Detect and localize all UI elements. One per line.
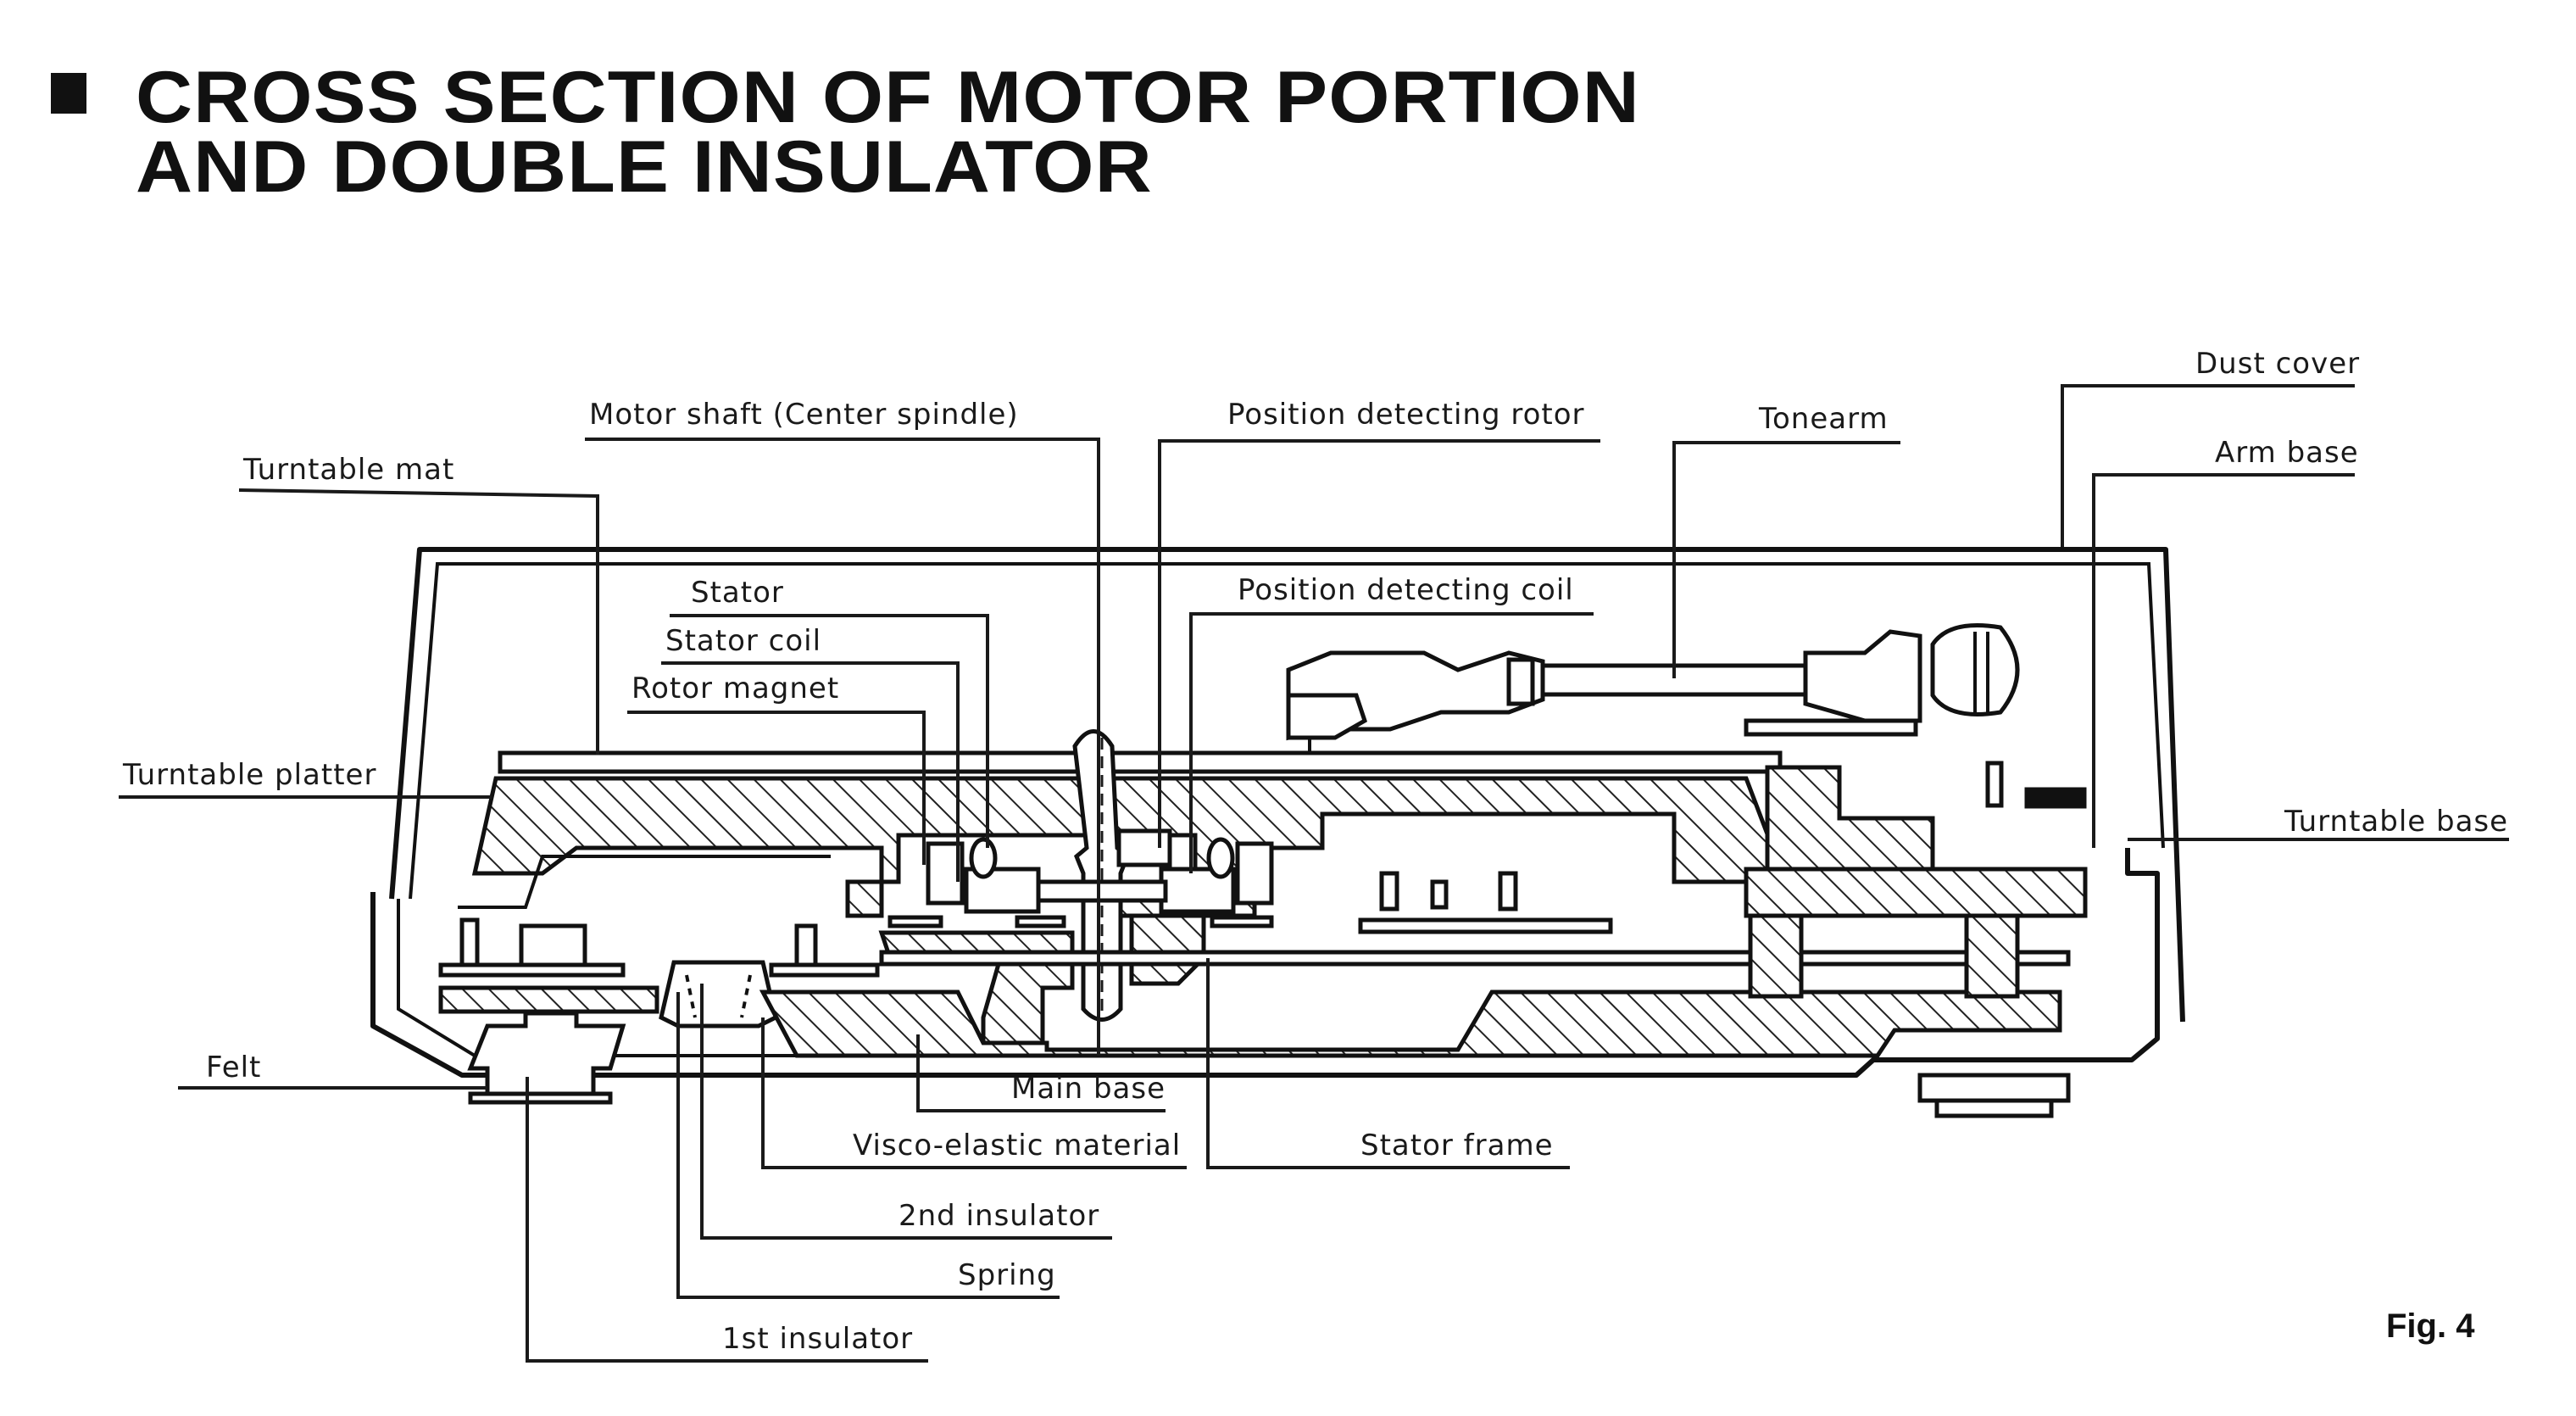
turntable-drawing bbox=[370, 547, 2185, 1118]
stator-shape-right bbox=[1235, 841, 1274, 906]
arm-base-shape bbox=[1744, 867, 2088, 918]
rotor-magnet-right bbox=[1206, 837, 1235, 879]
label-second-insulator: 2nd insulator bbox=[899, 1199, 1099, 1233]
foot-pad bbox=[1934, 1098, 2054, 1118]
component bbox=[519, 923, 587, 967]
leader-stator-coil bbox=[661, 661, 960, 882]
leader-rotor-magnet bbox=[627, 711, 926, 865]
chassis-crossbar bbox=[879, 950, 2071, 967]
spacer-bar bbox=[887, 915, 943, 928]
turntable-mat-shape bbox=[498, 750, 1783, 774]
pcb-segment bbox=[769, 962, 880, 978]
label-arm-base: Arm base bbox=[2215, 436, 2359, 470]
label-tonearm: Tonearm bbox=[1758, 402, 1889, 436]
counterweight-ribs bbox=[1973, 632, 1989, 712]
title-line-1: CROSS SECTION OF MOTOR PORTION bbox=[136, 57, 1640, 138]
leader-second-insulator bbox=[700, 984, 1112, 1240]
label-turntable-mat: Turntable mat bbox=[242, 453, 454, 487]
cartridge-shape bbox=[1286, 693, 1368, 740]
figure-label: Fig. 4 bbox=[2386, 1307, 2475, 1345]
spacer-bar bbox=[1210, 915, 1274, 928]
component bbox=[794, 923, 818, 967]
arm-lift-post bbox=[1985, 761, 2004, 808]
leader-motor-shaft bbox=[585, 438, 1100, 1056]
label-stator: Stator bbox=[691, 576, 784, 610]
label-motor-shaft: Motor shaft (Center spindle) bbox=[589, 398, 1019, 432]
turntable-base-shell bbox=[370, 848, 2160, 1078]
right-pcb bbox=[1358, 917, 1613, 934]
leader-tonearm bbox=[1672, 441, 1900, 678]
label-main-base: Main base bbox=[1011, 1072, 1166, 1106]
component bbox=[1498, 871, 1518, 911]
title-bullet-square bbox=[51, 73, 86, 114]
stator-coil-right bbox=[1159, 867, 1236, 914]
arm-base-pillar bbox=[1748, 913, 1804, 999]
leader-arm-base bbox=[2092, 473, 2355, 848]
arm-base-upper-shape bbox=[1765, 765, 1935, 872]
stator-frame-right-shape bbox=[1129, 913, 1206, 986]
leader-main-base bbox=[916, 1034, 1166, 1112]
leader-stator bbox=[670, 614, 989, 848]
tonearm-pivot-shape bbox=[1803, 629, 1922, 723]
main-base-shape bbox=[759, 990, 2062, 1058]
foot-shape bbox=[1917, 1073, 2071, 1103]
dust-cover-shape bbox=[389, 547, 2185, 1023]
label-stator-coil: Stator coil bbox=[665, 624, 821, 658]
leader-turntable-mat bbox=[238, 488, 599, 755]
label-turntable-platter: Turntable platter bbox=[122, 758, 376, 792]
callouts: Motor shaft (Center spindle) Position de… bbox=[119, 347, 2509, 1363]
label-position-detecting-coil: Position detecting coil bbox=[1238, 573, 1574, 607]
label-spring: Spring bbox=[958, 1258, 1056, 1292]
label-dust-cover: Dust cover bbox=[2195, 347, 2360, 381]
felt-foot-shape bbox=[467, 1011, 626, 1096]
tonearm-collar bbox=[1506, 657, 1535, 706]
component bbox=[1430, 879, 1449, 910]
left-subbase-shape bbox=[438, 985, 659, 1014]
leader-dust-cover bbox=[2061, 384, 2355, 547]
title-line-2: AND DOUBLE INSULATOR bbox=[136, 126, 1153, 208]
leader-stator-frame bbox=[1206, 958, 1570, 1169]
arm-base-pad bbox=[2024, 787, 2087, 809]
label-visco-elastic: Visco-elastic material bbox=[853, 1129, 1181, 1162]
position-detecting-rotor-shape bbox=[1116, 828, 1172, 867]
rotor-magnet-left bbox=[969, 837, 998, 879]
leader-first-insulator bbox=[526, 1077, 928, 1363]
label-first-insulator: 1st insulator bbox=[722, 1322, 913, 1356]
tonearm-tube bbox=[1540, 663, 1817, 697]
label-turntable-base: Turntable base bbox=[2284, 805, 2508, 839]
leader-spring bbox=[676, 992, 1060, 1299]
arm-rest-plate bbox=[1744, 718, 1918, 737]
label-stator-frame: Stator frame bbox=[1360, 1129, 1554, 1162]
leader-visco-elastic bbox=[761, 1017, 1187, 1169]
rotor-hub bbox=[1036, 879, 1168, 903]
arm-base-pillar bbox=[1964, 913, 2020, 999]
felt-shape bbox=[468, 1091, 613, 1105]
label-position-detecting-rotor: Position detecting rotor bbox=[1227, 398, 1585, 432]
component bbox=[1379, 871, 1399, 911]
leader-position-detecting-rotor bbox=[1158, 439, 1600, 848]
component bbox=[459, 917, 480, 967]
label-rotor-magnet: Rotor magnet bbox=[631, 672, 839, 705]
spacer-bar bbox=[1015, 915, 1066, 928]
label-felt: Felt bbox=[206, 1051, 261, 1084]
dust-cover-inner-shape bbox=[409, 562, 2165, 900]
leader-position-detecting-coil bbox=[1189, 612, 1594, 873]
platter-rim-line bbox=[458, 855, 831, 909]
